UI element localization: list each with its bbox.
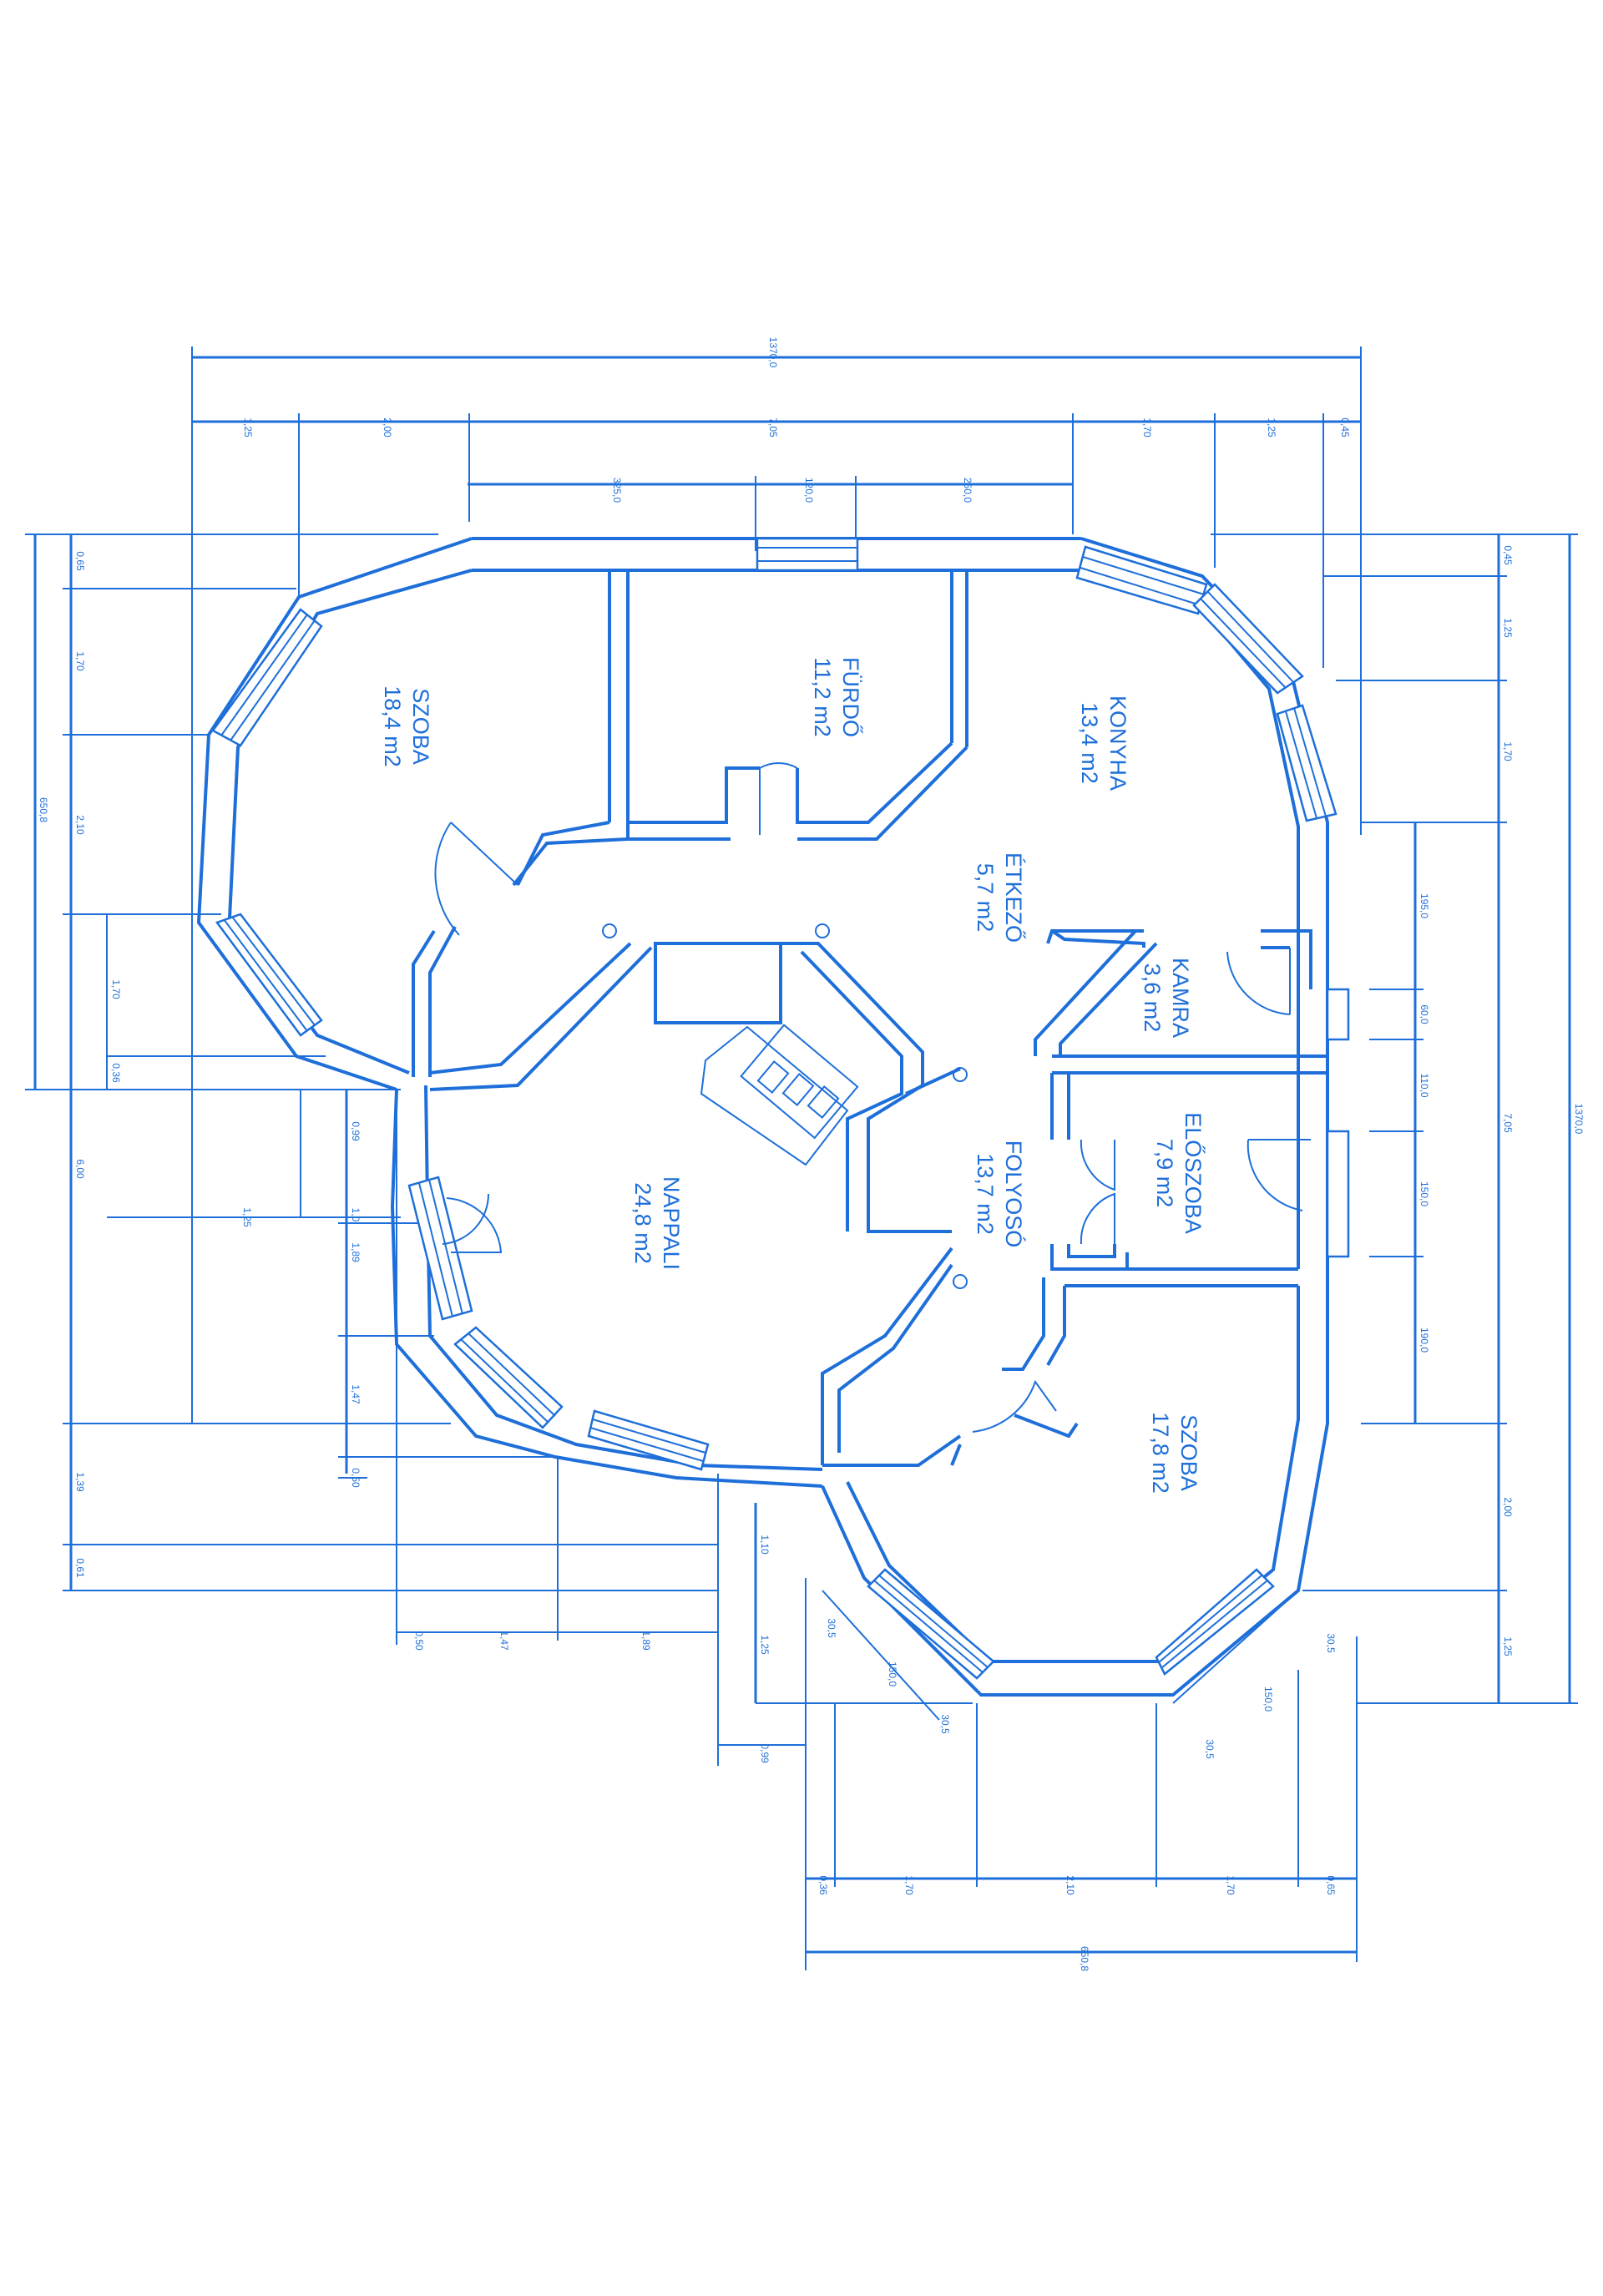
column-icon xyxy=(953,1067,968,1082)
dim-top-inner: 250,0 xyxy=(962,478,973,503)
dim-top: 7,05 xyxy=(767,417,779,437)
dim-top: 1,70 xyxy=(1141,417,1153,437)
dim-top-inner: 120,0 xyxy=(803,478,815,503)
outer-walls xyxy=(196,537,1329,1697)
room-area-kamra: 3,6 m2 xyxy=(1140,963,1165,1033)
dimension-lines xyxy=(25,346,1578,1970)
room-area-furdo: 11,2 m2 xyxy=(810,657,835,737)
dim-right: 0,45 xyxy=(1502,545,1514,565)
fireplace xyxy=(700,1024,859,1166)
dim-top-total: 1370,0 xyxy=(767,337,779,368)
dim-right-inner: 150,0 xyxy=(1418,1181,1430,1206)
dim-bottom-mid: 1,10 xyxy=(759,1535,771,1555)
dim-right-inner: 60,0 xyxy=(1418,1004,1430,1024)
dim-bottom-left: 1,89 xyxy=(640,1631,652,1651)
dim-left-total: 650,8 xyxy=(38,797,49,822)
doors xyxy=(434,762,1311,1433)
room-name-kamra: KAMRA xyxy=(1168,958,1193,1038)
dim-bottom: 0,65 xyxy=(1325,1875,1337,1895)
dim-top-inner: 325,0 xyxy=(611,478,623,503)
dim-bottom: 1,70 xyxy=(903,1875,915,1895)
room-name-nappali: NAPPALI xyxy=(659,1176,684,1270)
dim-left: 1,70 xyxy=(74,651,86,671)
dim-right-inner: 195,0 xyxy=(1418,893,1430,918)
dim-top: 1,25 xyxy=(1266,417,1277,437)
dim-left: 1,89 xyxy=(350,1242,362,1262)
window-icon xyxy=(407,1176,473,1321)
dim-right: 2,00 xyxy=(1502,1497,1514,1517)
dim-bottom: 2,10 xyxy=(1064,1875,1076,1895)
dim-left: 0,61 xyxy=(74,1558,86,1578)
window-icon xyxy=(587,1409,710,1471)
door-icon xyxy=(446,1197,503,1253)
dim-left: 0,36 xyxy=(110,1063,122,1083)
dim-diagonal: 30,5 xyxy=(939,1714,951,1734)
dim-left: 6,00 xyxy=(74,1159,86,1179)
room-area-eloszoba: 7,9 m2 xyxy=(1152,1139,1177,1208)
room-name-folyoso: FOLYOSÓ xyxy=(1001,1140,1027,1248)
room-area-folyoso: 13,7 m2 xyxy=(973,1153,998,1235)
dim-right-inner: 190,0 xyxy=(1418,1328,1430,1353)
column-icon xyxy=(602,923,617,938)
dimension-labels: 1370,0 1,25 2,00 7,05 1,70 1,25 0,45 325… xyxy=(38,337,1585,1972)
dim-right: 1,70 xyxy=(1502,741,1514,761)
room-name-etkezo: ÉTKEZŐ xyxy=(1001,852,1027,943)
dim-bottom-mid: 1,25 xyxy=(759,1635,771,1655)
window-icon xyxy=(453,1326,564,1429)
window-icon xyxy=(756,537,859,572)
dim-bottom-left: 0,50 xyxy=(413,1631,425,1651)
room-labels: SZOBA 18,4 m2 FÜRDŐ 11,2 m2 KONYHA 13,4 … xyxy=(380,657,1206,1494)
windows xyxy=(211,537,1350,1680)
room-name-szoba-2: SZOBA xyxy=(1176,1414,1201,1491)
dim-right: 1,25 xyxy=(1502,1636,1514,1656)
dim-left: 1,39 xyxy=(74,1472,86,1492)
dim-bottom-total: 650,8 xyxy=(1079,1946,1090,1971)
dim-left: 1,25 xyxy=(241,1207,253,1227)
room-name-szoba-1: SZOBA xyxy=(408,688,433,765)
door-icon xyxy=(450,822,518,886)
dim-bottom: 1,70 xyxy=(1225,1875,1236,1895)
dim-diagonal: 150,0 xyxy=(887,1661,898,1687)
dim-left: 1,70 xyxy=(110,979,122,999)
room-area-konyha: 13,4 m2 xyxy=(1077,702,1102,784)
room-area-szoba-1: 18,4 m2 xyxy=(380,685,405,767)
dim-left: 1,0 xyxy=(350,1208,362,1222)
dim-left: 0,65 xyxy=(74,551,86,571)
dim-right: 1,25 xyxy=(1502,618,1514,638)
dim-bottom-mid: 0,99 xyxy=(759,1743,771,1763)
column-icon xyxy=(815,923,830,938)
dim-left: 2,10 xyxy=(74,815,86,835)
room-area-etkezo: 5,7 m2 xyxy=(973,863,998,933)
window-icon xyxy=(1326,1130,1350,1258)
dim-top: 1,25 xyxy=(242,417,254,437)
dim-diagonal: 150,0 xyxy=(1262,1687,1274,1712)
room-name-furdo: FÜRDŐ xyxy=(838,657,864,737)
dim-diagonal: 30,5 xyxy=(1325,1633,1337,1653)
dim-bottom-left: 1,47 xyxy=(498,1631,510,1651)
dim-left: 1,47 xyxy=(350,1384,362,1404)
dim-diagonal: 30,5 xyxy=(826,1618,837,1638)
dim-bottom: 0,36 xyxy=(817,1875,829,1895)
dim-right: 7,05 xyxy=(1502,1113,1514,1133)
interior-walls xyxy=(412,570,1327,1467)
room-name-konyha: KONYHA xyxy=(1105,695,1130,791)
room-name-eloszoba: ELŐSZOBA xyxy=(1181,1112,1206,1234)
window-icon xyxy=(1192,583,1304,695)
room-area-szoba-2: 17,8 m2 xyxy=(1148,1412,1173,1494)
dim-diagonal: 30,5 xyxy=(1204,1739,1216,1759)
room-area-nappali: 24,8 m2 xyxy=(630,1182,655,1264)
column-icon xyxy=(953,1274,968,1289)
dim-top: 0,45 xyxy=(1339,417,1351,437)
dim-top: 2,00 xyxy=(382,417,393,437)
window-icon xyxy=(1326,988,1350,1041)
dim-right-total: 1370,0 xyxy=(1573,1104,1585,1135)
dim-left: 0,50 xyxy=(350,1468,362,1488)
dim-left: 0,99 xyxy=(350,1121,362,1141)
dim-right-inner: 110,0 xyxy=(1418,1073,1430,1097)
